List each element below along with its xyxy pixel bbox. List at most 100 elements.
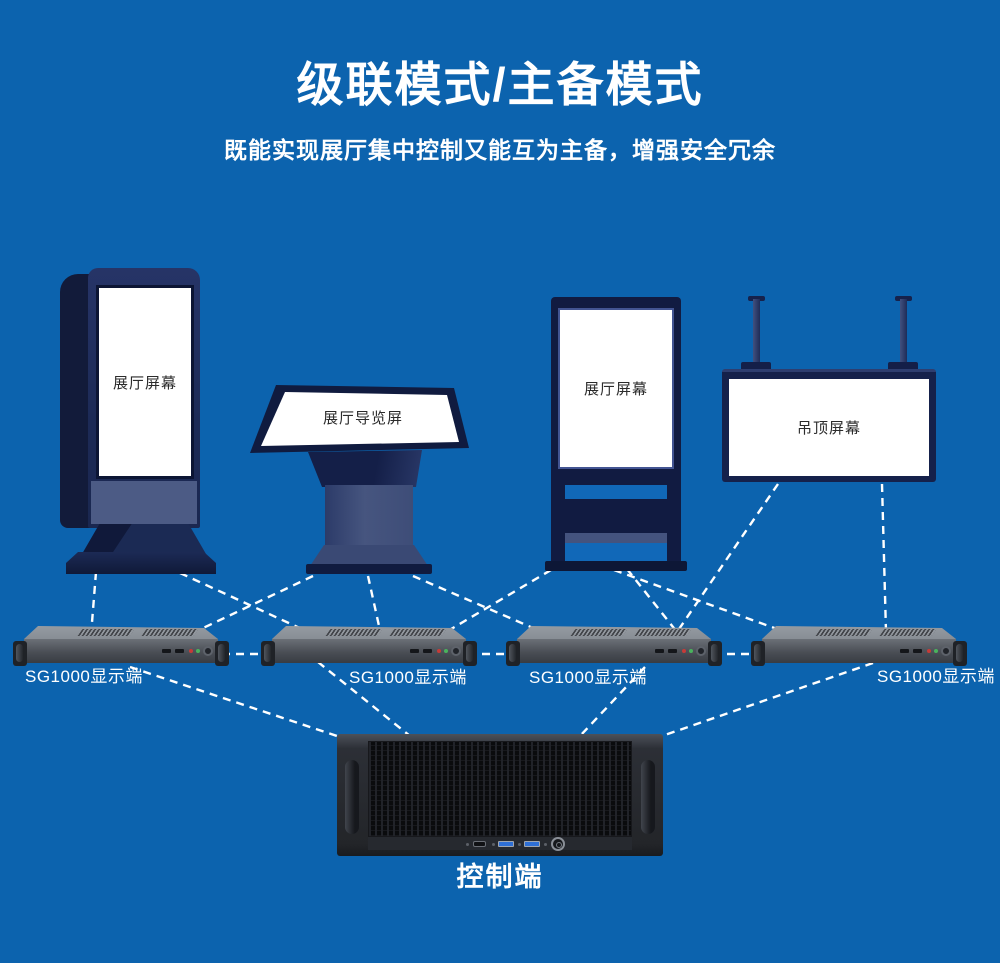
rack-front: [272, 639, 466, 663]
kiosk-vent-slot-trim: [565, 533, 667, 543]
rack-ear-left: [261, 641, 275, 666]
rack-led-green: [196, 649, 200, 653]
rack-vent: [879, 629, 937, 636]
page-title: 级联模式/主备模式: [296, 58, 704, 111]
server-power-button: [551, 837, 565, 851]
server-handle-left: [345, 760, 359, 834]
screen-label-hall-left: 展厅屏幕: [112, 374, 177, 392]
device-ceiling-screen: 吊顶屏幕: [720, 296, 946, 484]
rack-port: [410, 649, 419, 653]
rack-vent: [634, 629, 692, 636]
rack-port: [162, 649, 171, 653]
rack-led-red: [437, 649, 441, 653]
rack-led-red: [189, 649, 193, 653]
dashed-connection: [626, 568, 678, 633]
rack-port: [175, 649, 184, 653]
dashed-connection: [440, 568, 552, 637]
dashed-connection: [880, 483, 888, 633]
rack-vent: [815, 629, 873, 636]
server-mesh-grille: [368, 741, 632, 837]
kiosk-screen: 展厅屏幕: [96, 285, 194, 479]
kiosk-base-bar: [545, 561, 687, 571]
rack-port: [655, 649, 664, 653]
rack-port: [913, 649, 922, 653]
terminal-sg1000-1: [12, 626, 230, 668]
dashed-connection: [412, 574, 548, 636]
terminal-sg1000-4: [750, 626, 968, 668]
table-pedestal-flare: [310, 545, 428, 566]
ceiling-pole: [753, 299, 760, 365]
terminal-label-4: SG1000显示端: [877, 667, 995, 686]
kiosk-screen: 展厅屏幕: [558, 308, 674, 469]
controller-server: [337, 734, 663, 856]
server-connector: [473, 841, 486, 847]
rack-front: [24, 639, 218, 663]
rack-led-green: [689, 649, 693, 653]
screen-label-guide: 展厅导览屏: [322, 410, 403, 427]
ceiling-pole-cap: [748, 296, 765, 301]
kiosk-base-plinth: [66, 552, 216, 574]
usb-port: [498, 841, 514, 847]
ceiling-pole: [900, 299, 907, 365]
rack-port: [900, 649, 909, 653]
rack-ear-right: [708, 641, 722, 666]
ceiling-screen-frame: 吊顶屏幕: [722, 369, 936, 482]
server-led: [544, 843, 547, 846]
ceiling-mount: [741, 362, 771, 370]
page-subtitle: 既能实现展厅集中控制又能互为主备，增强安全冗余: [224, 137, 776, 163]
rack-vent: [325, 629, 383, 636]
kiosk-vent-slot: [565, 543, 667, 561]
rack-vent: [389, 629, 447, 636]
device-totem-kiosk-right: 展厅屏幕: [545, 295, 687, 573]
terminal-label-3: SG1000显示端: [529, 668, 647, 687]
terminal-sg1000-3: [505, 626, 723, 668]
terminal-label-2: SG1000显示端: [349, 668, 467, 687]
rack-port: [423, 649, 432, 653]
rack-vent: [77, 629, 135, 636]
controller-label: 控制端: [456, 862, 544, 892]
rack-front: [517, 639, 711, 663]
dashed-connection: [129, 665, 338, 738]
rack-power-button: [451, 646, 461, 656]
rack-led-red: [682, 649, 686, 653]
screen-label-hall-right: 展厅屏幕: [583, 381, 648, 398]
rack-ear-right: [463, 641, 477, 666]
dashed-connection: [89, 571, 98, 636]
ceiling-screen: 吊顶屏幕: [729, 378, 929, 476]
dashed-connection: [661, 661, 874, 738]
ceiling-mount: [888, 362, 918, 370]
rack-ear-right: [215, 641, 229, 666]
device-guide-table-kiosk: 展厅导览屏: [248, 385, 474, 575]
rack-power-button: [941, 646, 951, 656]
rack-ear-left: [751, 641, 765, 666]
server-led: [518, 843, 521, 846]
rack-ear-left: [13, 641, 27, 666]
rack-vent: [141, 629, 199, 636]
server-handle-right: [641, 760, 655, 834]
usb-port: [524, 841, 540, 847]
dashed-connection: [579, 666, 646, 737]
kiosk-vent-slot: [565, 485, 667, 499]
server-port-strip: [368, 837, 632, 851]
rack-led-green: [444, 649, 448, 653]
table-screen: [261, 392, 459, 446]
table-pedestal-top: [308, 450, 422, 487]
rack-ear-right: [953, 641, 967, 666]
rack-vent: [570, 629, 628, 636]
server-led: [492, 843, 495, 846]
terminal-sg1000-2: [260, 626, 478, 668]
table-base-plate: [306, 564, 432, 574]
rack-led-green: [934, 649, 938, 653]
terminal-label-1: SG1000显示端: [25, 667, 143, 686]
kiosk-base-neck: [82, 524, 206, 554]
device-totem-kiosk-left: 展厅屏幕: [60, 268, 216, 574]
rack-power-button: [696, 646, 706, 656]
rack-front: [762, 639, 956, 663]
rack-led-red: [927, 649, 931, 653]
screen-label-ceiling: 吊顶屏幕: [796, 419, 861, 437]
dashed-connection: [181, 574, 314, 640]
dashed-connection: [676, 483, 779, 633]
ceiling-pole-cap: [895, 296, 912, 301]
rack-power-button: [203, 646, 213, 656]
rack-port: [668, 649, 677, 653]
